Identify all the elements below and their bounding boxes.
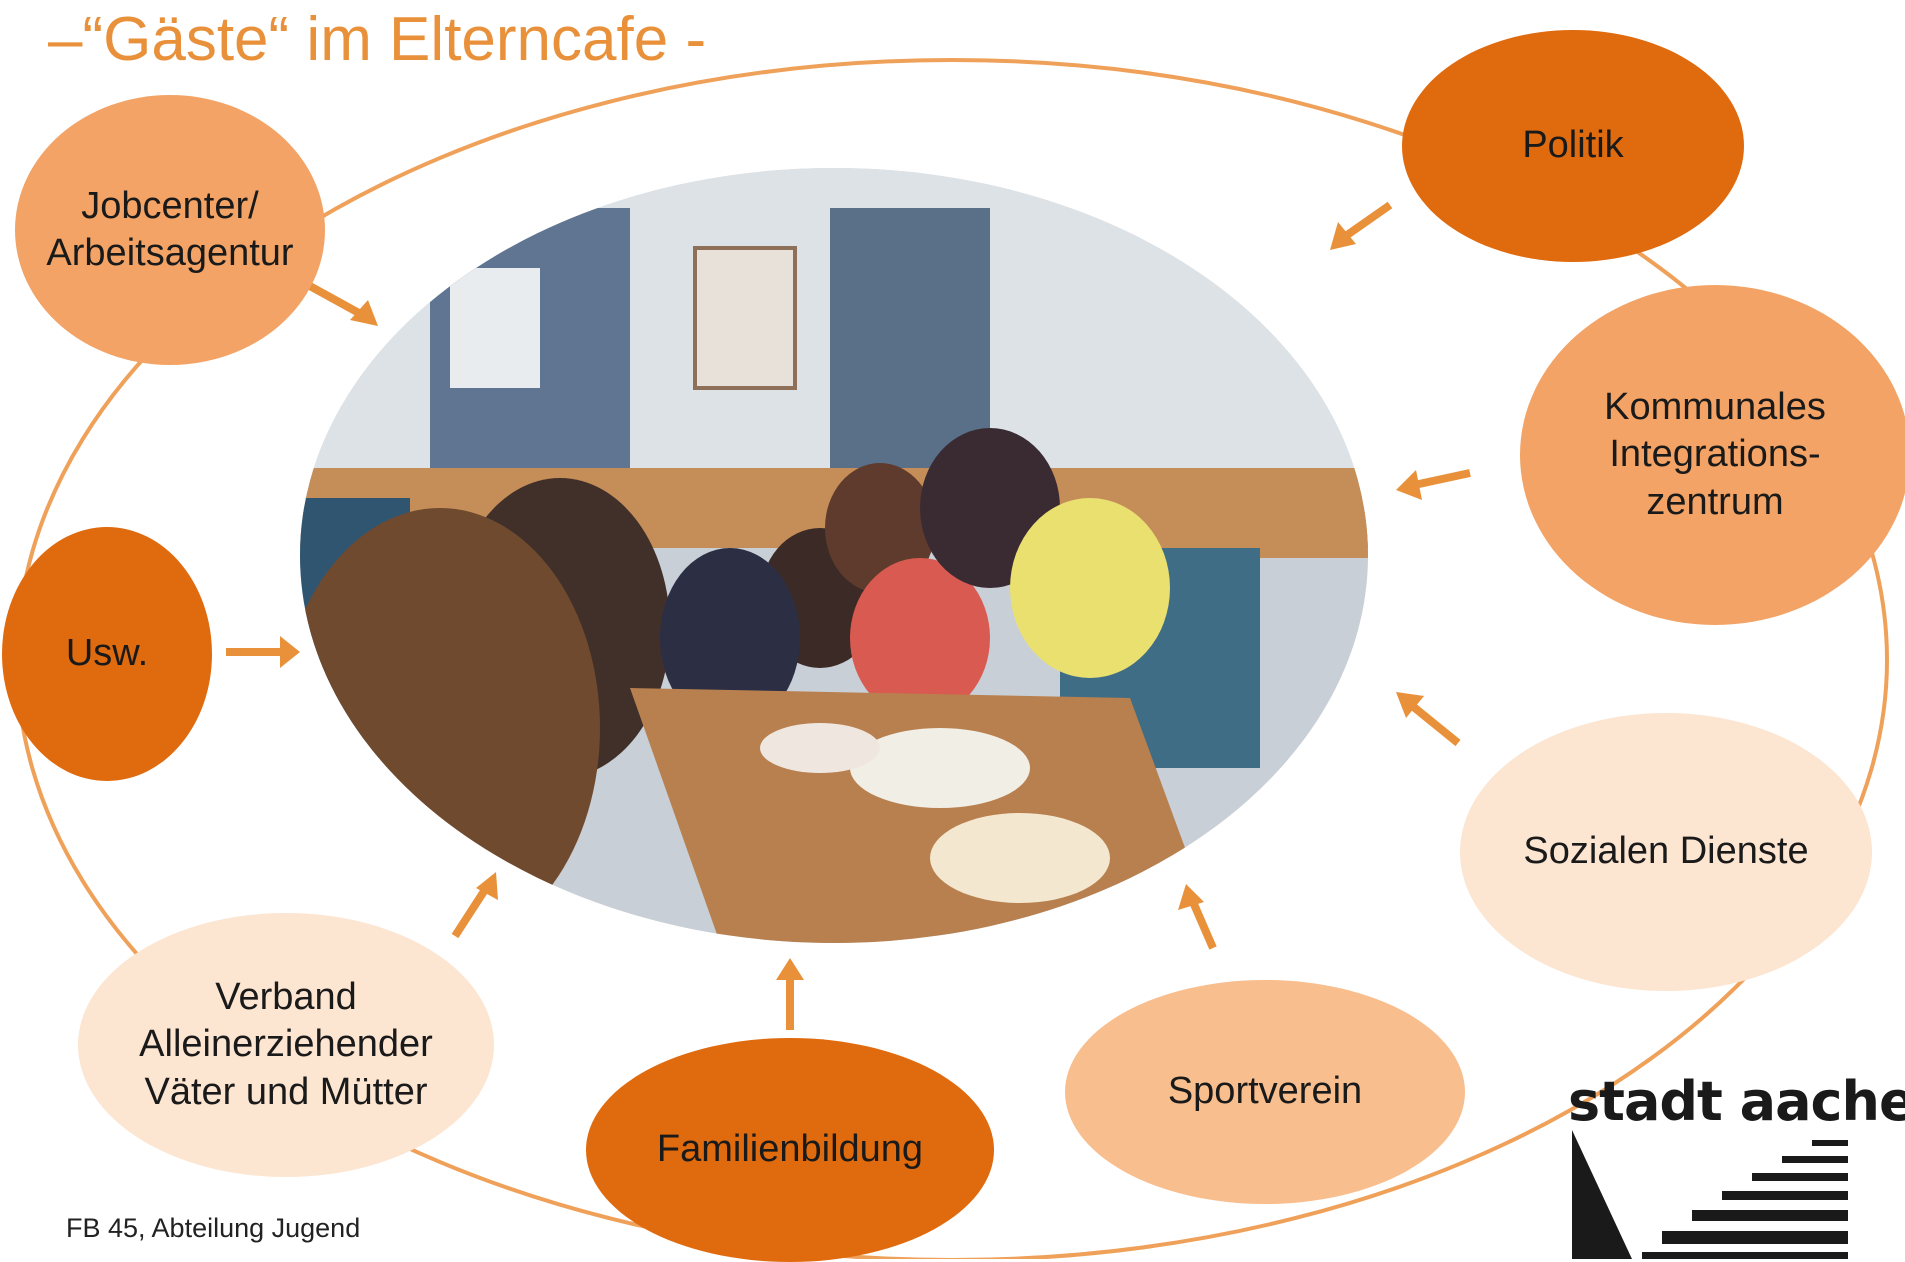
arrowhead-kommunales — [1396, 470, 1422, 500]
node-jobcenter: Jobcenter/ Arbeitsagentur — [15, 95, 325, 365]
node-verband: Verband Alleinerziehender Väter und Mütt… — [78, 913, 494, 1177]
elterncafe-photo — [300, 168, 1368, 943]
node-sportverein: Sportverein — [1065, 980, 1465, 1204]
slide-title: –“Gäste“ im Elterncafe - — [48, 5, 707, 74]
arrowhead-jobcenter — [350, 300, 378, 326]
node-politik: Politik — [1402, 30, 1744, 262]
stadt-aachen-logo-icon — [1572, 1130, 1848, 1259]
arrowhead-verband — [476, 872, 498, 900]
node-sozialen-dienste: Sozialen Dienste — [1460, 713, 1872, 991]
arrowhead-usw — [280, 636, 300, 668]
arrowhead-politik — [1330, 222, 1356, 250]
arrow-politik — [1337, 201, 1393, 244]
node-kommunales: Kommunales Integrations- zentrum — [1520, 285, 1905, 625]
node-familienbildung: Familienbildung — [586, 1038, 994, 1262]
stadt-aachen-logo-text: stadt aachen — [1568, 1070, 1905, 1133]
photo-illustration — [300, 168, 1368, 943]
footer-text: FB 45, Abteilung Jugend — [66, 1213, 361, 1243]
node-usw: Usw. — [2, 527, 212, 781]
arrowhead-familienbildung — [776, 958, 804, 980]
arrowhead-sportverein — [1178, 884, 1204, 910]
arrowhead-sozialen — [1396, 692, 1424, 718]
